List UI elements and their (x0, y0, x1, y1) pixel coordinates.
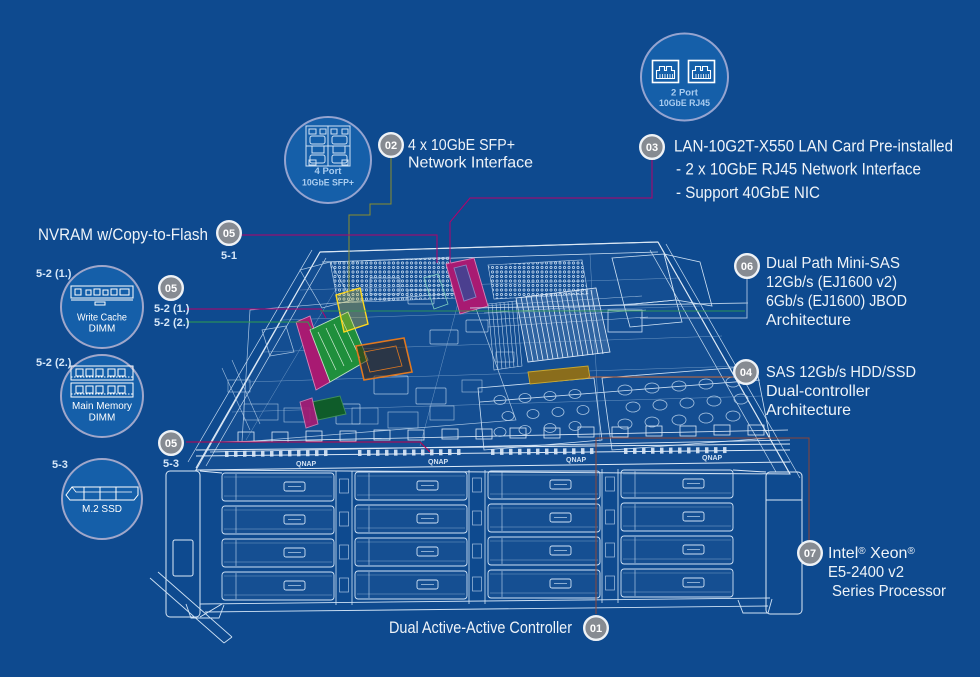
svg-text:5-2 (2.): 5-2 (2.) (154, 317, 190, 329)
svg-text:5-2 (1.): 5-2 (1.) (154, 303, 190, 315)
svg-text:LAN-10G2T-X550 LAN Card Pre-in: LAN-10G2T-X550 LAN Card Pre-installed (674, 138, 953, 156)
svg-text:QNAP: QNAP (702, 455, 723, 462)
svg-text:E5-2400 v2: E5-2400 v2 (828, 564, 904, 581)
svg-text:- 2 x 10GbE RJ45 Network Inter: - 2 x 10GbE RJ45 Network Interface (676, 161, 921, 179)
svg-text:06: 06 (741, 261, 753, 273)
svg-text:01: 01 (590, 623, 602, 635)
svg-text:QNAP: QNAP (566, 457, 587, 464)
svg-text:5-3: 5-3 (52, 459, 68, 471)
svg-text:05: 05 (223, 228, 235, 240)
svg-text:- Support 40GbE NIC: - Support 40GbE NIC (676, 184, 820, 202)
svg-text:5-1: 5-1 (221, 250, 237, 262)
svg-text:05: 05 (165, 438, 177, 450)
svg-text:02: 02 (385, 140, 397, 152)
svg-text:QNAP: QNAP (296, 461, 317, 468)
svg-text:Dual-controller: Dual-controller (766, 383, 871, 400)
svg-text:DIMM: DIMM (89, 324, 116, 335)
svg-text:10GbE RJ45: 10GbE RJ45 (659, 98, 711, 109)
svg-text:Dual Path Mini-SAS: Dual Path Mini-SAS (766, 255, 900, 272)
svg-text:NVRAM w/Copy-to-Flash: NVRAM w/Copy-to-Flash (38, 225, 208, 244)
svg-text:05: 05 (165, 283, 177, 295)
svg-text:Network Interface: Network Interface (408, 155, 533, 172)
svg-text:10GbE SFP+: 10GbE SFP+ (302, 178, 354, 189)
svg-text:M.2 SSD: M.2 SSD (82, 504, 122, 515)
svg-text:QNAP: QNAP (428, 459, 449, 466)
svg-text:5-3: 5-3 (163, 458, 179, 470)
svg-text:Main Memory: Main Memory (72, 401, 132, 412)
svg-text:Architecture: Architecture (766, 402, 851, 419)
svg-text:6Gb/s (EJ1600) JBOD: 6Gb/s (EJ1600) JBOD (766, 293, 907, 310)
svg-text:4 Port: 4 Port (315, 166, 343, 177)
svg-text:SAS 12Gb/s HDD/SSD: SAS 12Gb/s HDD/SSD (766, 364, 916, 381)
svg-text:07: 07 (804, 548, 816, 560)
svg-text:Dual Active-Active Controller: Dual Active-Active Controller (389, 619, 572, 637)
svg-text:03: 03 (646, 142, 658, 154)
svg-text:Write Cache: Write Cache (77, 313, 127, 324)
svg-text:2 Port: 2 Port (671, 88, 699, 99)
svg-text:Intel® Xeon®: Intel® Xeon® (828, 545, 915, 562)
svg-text:04: 04 (740, 367, 753, 379)
svg-text:12Gb/s (EJ1600 v2): 12Gb/s (EJ1600 v2) (766, 274, 897, 291)
svg-text:4 x 10GbE SFP+: 4 x 10GbE SFP+ (408, 137, 515, 154)
svg-text:Series Processor: Series Processor (832, 583, 947, 600)
svg-text:5-2 (1.): 5-2 (1.) (36, 268, 72, 280)
svg-text:Architecture: Architecture (766, 312, 851, 329)
svg-text:DIMM: DIMM (89, 413, 116, 424)
svg-text:5-2 (2.): 5-2 (2.) (36, 357, 72, 369)
